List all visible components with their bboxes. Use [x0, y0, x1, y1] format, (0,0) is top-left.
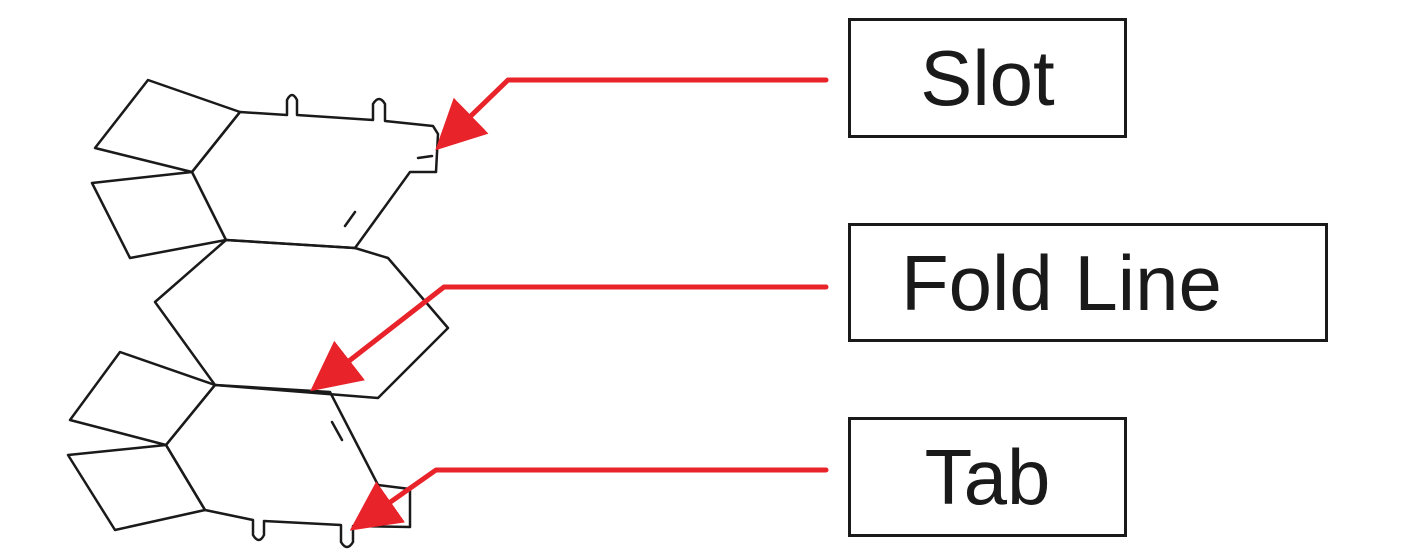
lower-left-flap: [68, 350, 217, 447]
fold-mark: [330, 420, 344, 442]
slot-mark: [343, 210, 357, 228]
fold-line-label-box: Fold Line: [848, 223, 1328, 342]
slot-label-box: Slot: [848, 18, 1127, 138]
upper-left-flap: [93, 78, 242, 174]
slot-label: Slot: [920, 34, 1055, 122]
tab-label-box: Tab: [848, 417, 1127, 537]
tab-arrow: [349, 467, 829, 531]
bottom-panel: [164, 383, 412, 549]
bottom-left-flap: [66, 443, 207, 532]
fold-line-arrow: [310, 284, 829, 392]
fold-line-label: Fold Line: [901, 238, 1222, 327]
second-left-flap: [90, 170, 228, 260]
tab-label: Tab: [924, 433, 1051, 521]
center-hexagon: [153, 238, 450, 400]
top-panel: [190, 93, 440, 250]
slot-mark: [416, 154, 434, 160]
slot-arrow: [435, 77, 829, 151]
